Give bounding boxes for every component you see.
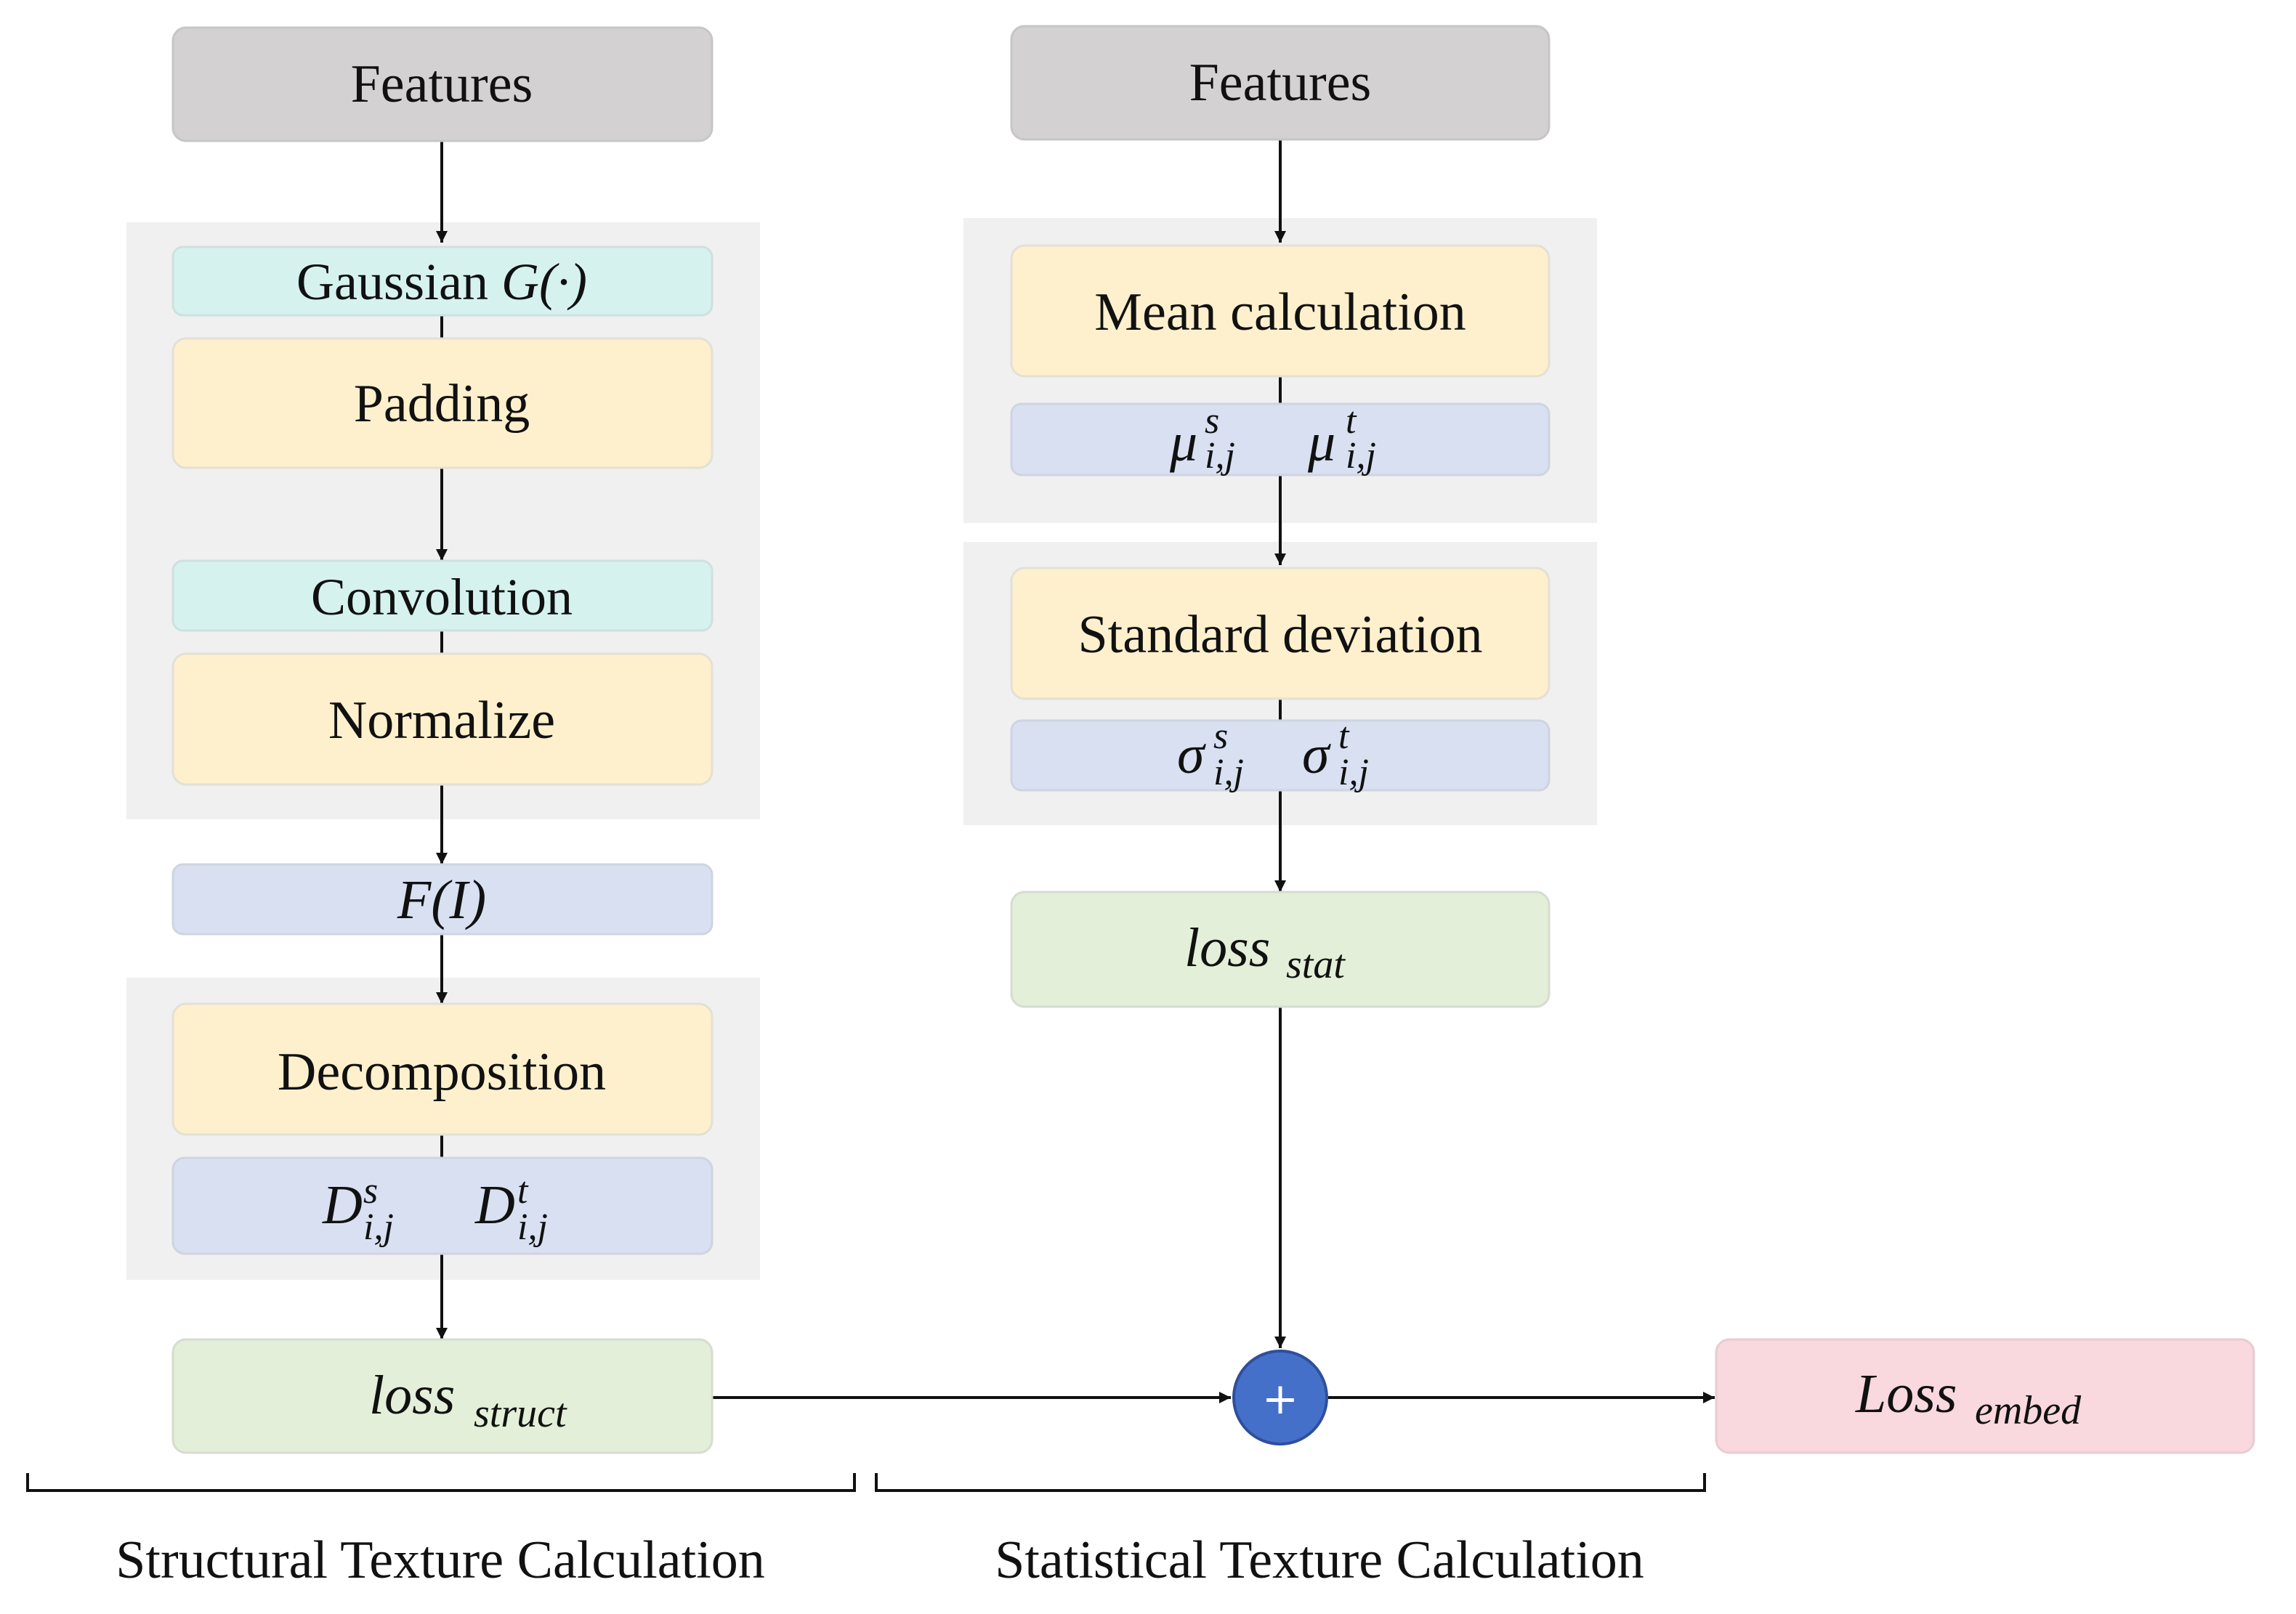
fi-label: F(I) [397,869,486,930]
sigma-variables-box: σ s i,j σ t i,j [1010,715,1551,793]
normalize-box: Normalize [171,652,714,786]
structural-brace [26,1473,856,1492]
normalize-label: Normalize [328,691,555,750]
d-target-symbol: D [474,1175,515,1236]
loss-struct-main: loss [369,1365,455,1426]
decomposition-box: Decomposition [171,1002,714,1136]
loss-stat-sub: stat [1286,942,1346,987]
statistical-features-label: Features [1189,53,1372,113]
structural-features-label: Features [351,54,533,114]
connectors [436,139,1715,1403]
svg-text:Gaussian G(·): Gaussian G(·) [296,253,587,311]
loss-stat-main: loss [1184,917,1270,978]
sigma-source-sup: s [1213,715,1228,757]
loss-stat-box: loss stat [1010,891,1551,1008]
loss-struct-sub: struct [474,1391,567,1436]
mu-variables-box: μ s i,j μ t i,j [1010,400,1551,477]
gaussian-math: G(·) [501,253,587,311]
loss-embed-box: Loss embed [1715,1338,2255,1454]
mean-box: Mean calculation [1010,244,1551,378]
padding-label: Padding [354,374,530,434]
sigma-target-symbol: σ [1302,724,1331,785]
plus-node: + [1232,1350,1328,1445]
fi-box: F(I) [171,863,714,936]
gaussian-box: Gaussian G(·) [171,246,714,317]
loss-embed-sub: embed [1975,1388,2082,1433]
mu-target-sup: t [1346,400,1357,442]
loss-embed-main: Loss [1855,1363,1957,1424]
statistical-caption: Statistical Texture Calculation [995,1530,1644,1590]
d-source-symbol: D [322,1175,363,1236]
decomposition-label: Decomposition [278,1042,606,1102]
std-label: Standard deviation [1078,605,1483,665]
mu-target-symbol: μ [1307,412,1335,473]
d-target-sub: i,j [517,1207,548,1248]
mu-source-sup: s [1205,400,1219,442]
mu-target-sub: i,j [1346,435,1376,477]
statistical-features-box: Features [1010,25,1551,141]
statistical-brace [875,1473,1706,1492]
plus-symbol: + [1262,1374,1298,1424]
sigma-target-sub: i,j [1338,752,1369,793]
loss-struct-box: loss struct [171,1338,714,1454]
structural-features-box: Features [171,26,714,142]
mu-source-sub: i,j [1205,435,1235,477]
mean-label: Mean calculation [1094,283,1466,342]
padding-box: Padding [171,337,714,469]
convolution-label: Convolution [311,568,573,626]
sigma-source-sub: i,j [1213,752,1244,793]
d-source-sup: s [363,1170,378,1212]
mu-source-symbol: μ [1169,412,1197,473]
d-target-sup: t [517,1170,529,1212]
d-variables-box: D s i,j D t i,j [171,1156,714,1255]
d-source-sub: i,j [363,1207,394,1248]
gaussian-label: Gaussian [296,253,501,311]
sigma-target-sup: t [1338,715,1350,757]
convolution-box: Convolution [171,559,714,632]
structural-caption: Structural Texture Calculation [116,1530,765,1590]
sigma-source-symbol: σ [1177,724,1206,785]
std-box: Standard deviation [1010,567,1551,700]
